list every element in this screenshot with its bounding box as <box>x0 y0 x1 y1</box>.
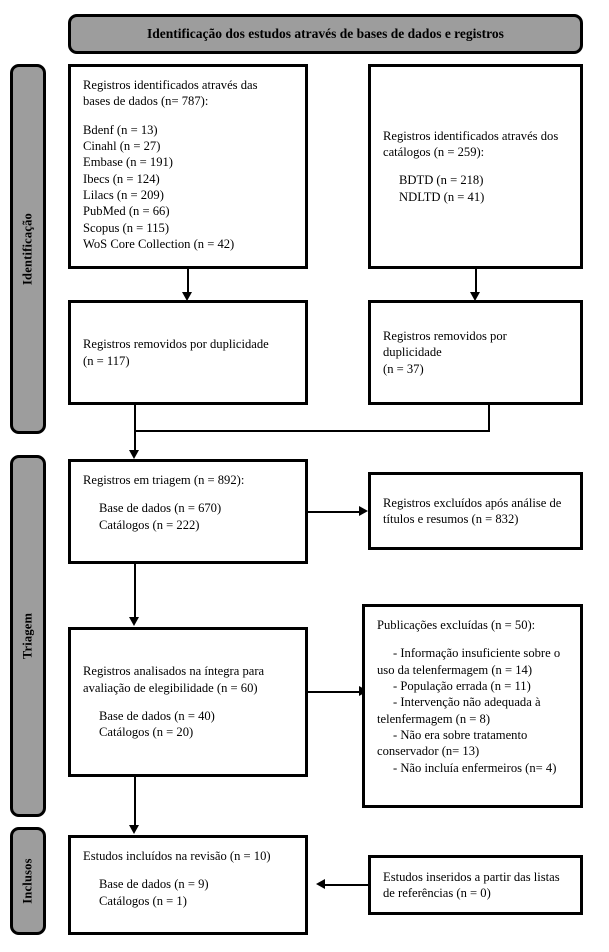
excluded-titles-line2: títulos e resumos (n = 832) <box>383 512 519 526</box>
arrowhead-duplicates-to-screened <box>129 450 139 459</box>
excluded-publications-reason-1: uso da telenfermagem (n = 14) <box>377 662 533 677</box>
connector-duplicates-to-screened <box>134 405 136 452</box>
records-databases-source-4: Lilacs (n = 209) <box>83 188 164 203</box>
stage-label-identification: Identificação <box>20 212 35 286</box>
records-databases-heading-line2: bases de dados (n= 787): <box>83 94 209 109</box>
box-fulltext-assessed: Registros analisados na íntegra para ava… <box>68 627 308 777</box>
duplicates-catalogs-line2: (n = 37) <box>383 361 424 376</box>
connector-screened-to-fulltext <box>134 564 136 619</box>
box-duplicates-databases: Registros removidos por duplicidade (n =… <box>68 300 308 405</box>
arrowhead-catalogs-to-duplicates <box>470 292 480 301</box>
included-review-detail-0: Base de dados (n = 9) <box>99 877 209 892</box>
spacer <box>83 864 293 876</box>
header-banner: Identificação dos estudos através de bas… <box>68 14 583 54</box>
records-databases-source-5: PubMed (n = 66) <box>83 204 170 219</box>
excluded-publications-heading: Publicações excluídas (n = 50): <box>377 618 536 632</box>
box-included-review: Estudos incluídos na revisão (n = 10) Ba… <box>68 835 308 935</box>
records-databases-source-7: WoS Core Collection (n = 42) <box>83 237 235 252</box>
screened-heading: Registros em triagem (n = 892): <box>83 473 245 487</box>
excluded-publications-reason-6: conservador (n= 13) <box>377 744 480 759</box>
spacer <box>377 633 568 645</box>
arrowhead-screened-to-excluded <box>359 506 368 516</box>
screened-detail-1: Catálogos (n = 222) <box>99 517 200 532</box>
records-catalogs-source-0: BDTD (n = 218) <box>399 173 484 188</box>
connector-databases-to-duplicates <box>187 269 189 293</box>
records-catalogs-heading-line1: Registros identificados através dos <box>383 128 559 143</box>
stage-bar-included: Inclusos <box>10 827 46 935</box>
excluded-publications-reason-7: - Não incluía enfermeiros (n= 4) <box>393 760 557 775</box>
included-review-heading: Estudos incluídos na revisão (n = 10) <box>83 849 271 863</box>
excluded-publications-reason-0: - Informação insuficiente sobre o <box>393 646 561 661</box>
records-catalogs-heading-line2: catálogos (n = 259): <box>383 145 485 160</box>
spacer <box>83 488 293 500</box>
connector-screened-to-excluded <box>308 511 362 513</box>
records-databases-source-3: Ibecs (n = 124) <box>83 171 160 186</box>
spacer <box>83 696 293 708</box>
box-records-catalogs: Registros identificados através dos catá… <box>368 64 583 269</box>
box-records-databases: Registros identificados através das base… <box>68 64 308 269</box>
records-databases-source-2: Embase (n = 191) <box>83 155 173 170</box>
excluded-publications-reason-2: - População errada (n = 11) <box>393 679 531 694</box>
included-review-detail-1: Catálogos (n = 1) <box>99 893 187 908</box>
arrowhead-references-to-included <box>316 879 325 889</box>
excluded-titles-line1: Registros excluídos após análise de <box>383 495 562 510</box>
fulltext-assessed-heading-line2: avaliação de elegibilidade (n = 60) <box>83 680 258 695</box>
records-databases-source-6: Scopus (n = 115) <box>83 220 170 235</box>
connector-fulltext-to-excluded-publications <box>308 691 362 693</box>
duplicates-databases-line1: Registros removidos por duplicidade <box>83 337 269 352</box>
records-databases-source-0: Bdenf (n = 13) <box>83 122 158 137</box>
connector-fulltext-to-included <box>134 777 136 827</box>
connector-catalogs-duplicates-down <box>488 405 490 431</box>
arrowhead-screened-to-fulltext <box>129 617 139 626</box>
box-excluded-titles: Registros excluídos após análise de títu… <box>368 472 583 550</box>
arrowhead-databases-to-duplicates <box>182 292 192 301</box>
fulltext-assessed-detail-1: Catálogos (n = 20) <box>99 725 194 740</box>
records-databases-heading-line1: Registros identificados através das <box>83 78 258 92</box>
connector-catalogs-to-duplicates <box>475 269 477 293</box>
box-screened: Registros em triagem (n = 892): Base de … <box>68 459 308 564</box>
box-from-references: Estudos inseridos a partir das listas de… <box>368 855 583 915</box>
connector-references-to-included <box>325 884 372 886</box>
duplicates-databases-line2: (n = 117) <box>83 353 130 368</box>
box-excluded-publications: Publicações excluídas (n = 50): - Inform… <box>362 604 583 808</box>
stage-bar-screening: Triagem <box>10 455 46 817</box>
spacer <box>383 161 568 173</box>
excluded-publications-reason-4: telenfermagem (n = 8) <box>377 711 491 726</box>
connector-catalogs-duplicates-left <box>134 430 490 432</box>
fulltext-assessed-detail-0: Base de dados (n = 40) <box>99 708 215 723</box>
from-references-line2: de referências (n = 0) <box>383 886 491 900</box>
header-title: Identificação dos estudos através de bas… <box>147 26 504 41</box>
arrowhead-fulltext-to-included <box>129 825 139 834</box>
records-databases-source-1: Cinahl (n = 27) <box>83 139 161 154</box>
box-duplicates-catalogs: Registros removidos por duplicidade (n =… <box>368 300 583 405</box>
from-references-line1: Estudos inseridos a partir das listas <box>383 869 560 884</box>
excluded-publications-reason-3: - Intervenção não adequada à <box>393 695 541 710</box>
duplicates-catalogs-line1: Registros removidos por duplicidade <box>383 328 510 360</box>
screened-detail-0: Base de dados (n = 670) <box>99 501 222 516</box>
records-catalogs-source-1: NDLTD (n = 41) <box>399 189 485 204</box>
spacer <box>83 110 293 122</box>
stage-label-screening: Triagem <box>20 612 35 660</box>
fulltext-assessed-heading-line1: Registros analisados na íntegra para <box>83 664 265 679</box>
stage-bar-identification: Identificação <box>10 64 46 434</box>
stage-label-included: Inclusos <box>20 858 35 904</box>
excluded-publications-reason-5: - Não era sobre tratamento <box>393 728 528 743</box>
